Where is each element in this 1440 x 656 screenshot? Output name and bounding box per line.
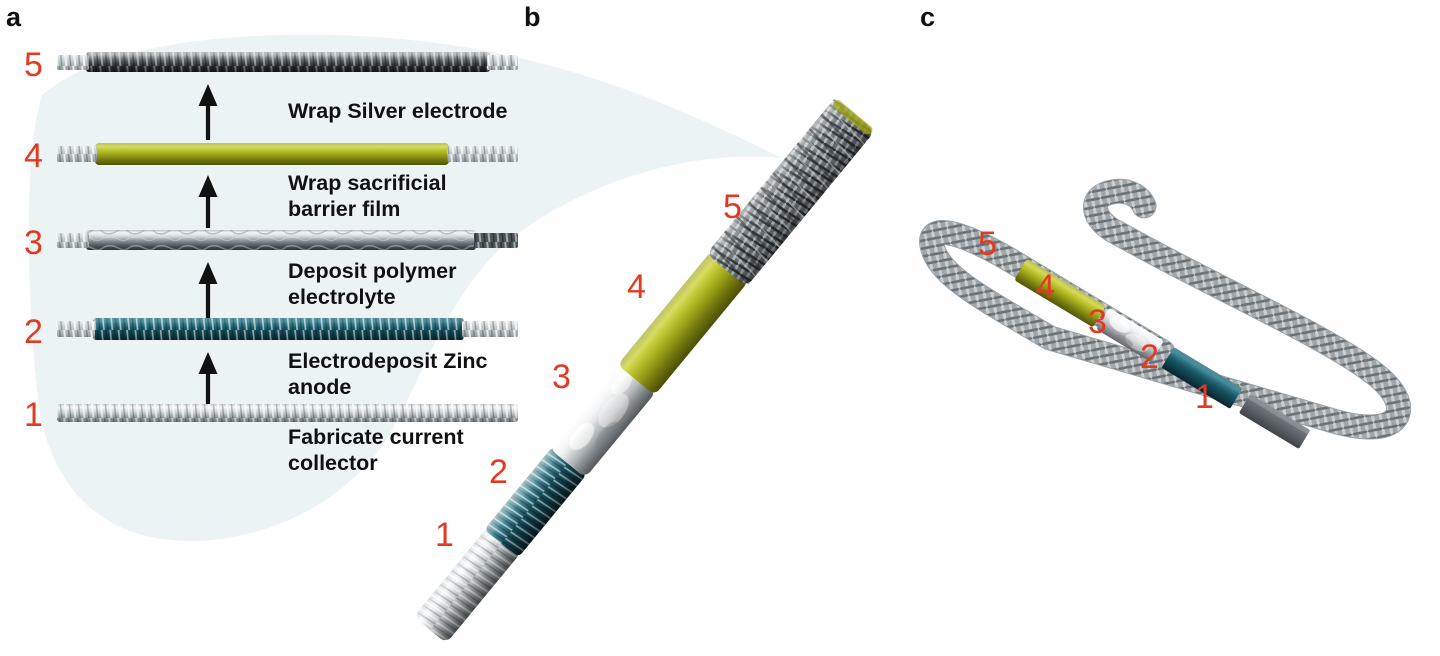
step-4-fiber xyxy=(57,143,518,165)
caption-step-2-line1: Electrodeposit Zinc xyxy=(288,349,488,373)
panel-c-fiber xyxy=(919,178,1412,449)
panel-c: c xyxy=(919,2,1412,449)
step-1-fiber xyxy=(57,404,518,422)
panel-letter-c: c xyxy=(920,2,935,32)
arrow-electrodeposit-zinc-anode xyxy=(198,352,218,408)
arrow-wrap-sacrificial-barrier-film xyxy=(198,175,218,228)
step-2-fiber xyxy=(57,318,518,340)
panel-c-label-3: 3 xyxy=(1088,303,1107,341)
panel-a: a 5 Wrap Silver electrode 4 xyxy=(6,2,782,541)
panel-b-segment-2-zinc-anode xyxy=(486,448,585,556)
panel-c-segment-1-current-collector xyxy=(1239,394,1310,449)
step-3-fiber xyxy=(57,230,518,250)
panel-letter-a: a xyxy=(6,2,22,32)
panel-b-segment-4-barrier-film xyxy=(620,253,746,393)
step-number-3: 3 xyxy=(24,224,43,262)
caption-step-1-line1: Fabricate current xyxy=(288,425,464,449)
arrow-wrap-silver-electrode xyxy=(198,84,218,140)
step-number-1: 1 xyxy=(24,396,43,434)
arrow-deposit-polymer-electrolyte xyxy=(198,262,218,318)
caption-step-2-line2: anode xyxy=(288,375,351,399)
caption-step-4-line2: barrier film xyxy=(288,197,400,221)
panel-b-segment-5-silver-electrode xyxy=(710,98,873,285)
panel-b-label-5: 5 xyxy=(723,188,742,226)
step-number-4: 4 xyxy=(24,137,43,175)
step-number-2: 2 xyxy=(24,313,43,351)
caption-step-5-line1: Wrap Silver electrode xyxy=(288,99,508,123)
panel-b-label-3: 3 xyxy=(552,358,571,396)
panel-b-label-4: 4 xyxy=(627,268,646,306)
caption-step-3-line1: Deposit polymer xyxy=(288,259,457,283)
panel-c-label-4: 4 xyxy=(1036,268,1055,306)
panel-b-label-2: 2 xyxy=(489,453,508,491)
caption-step-3-line2: electrolyte xyxy=(288,285,396,309)
step-5-fiber xyxy=(57,52,518,72)
panel-c-label-1: 1 xyxy=(1195,378,1214,416)
panel-letter-b: b xyxy=(524,2,541,32)
panel-b-label-1: 1 xyxy=(435,516,454,554)
caption-step-4-line1: Wrap sacrificial xyxy=(288,171,447,195)
panel-b-segment-3-polymer-electrolyte xyxy=(552,365,654,475)
panel-b: b xyxy=(417,2,873,641)
panel-b-segment-1-current-collector xyxy=(417,528,518,641)
caption-step-1-line2: collector xyxy=(288,451,378,475)
panel-c-label-2: 2 xyxy=(1140,338,1159,376)
step-number-5: 5 xyxy=(24,46,43,84)
panel-c-label-5: 5 xyxy=(978,225,997,263)
